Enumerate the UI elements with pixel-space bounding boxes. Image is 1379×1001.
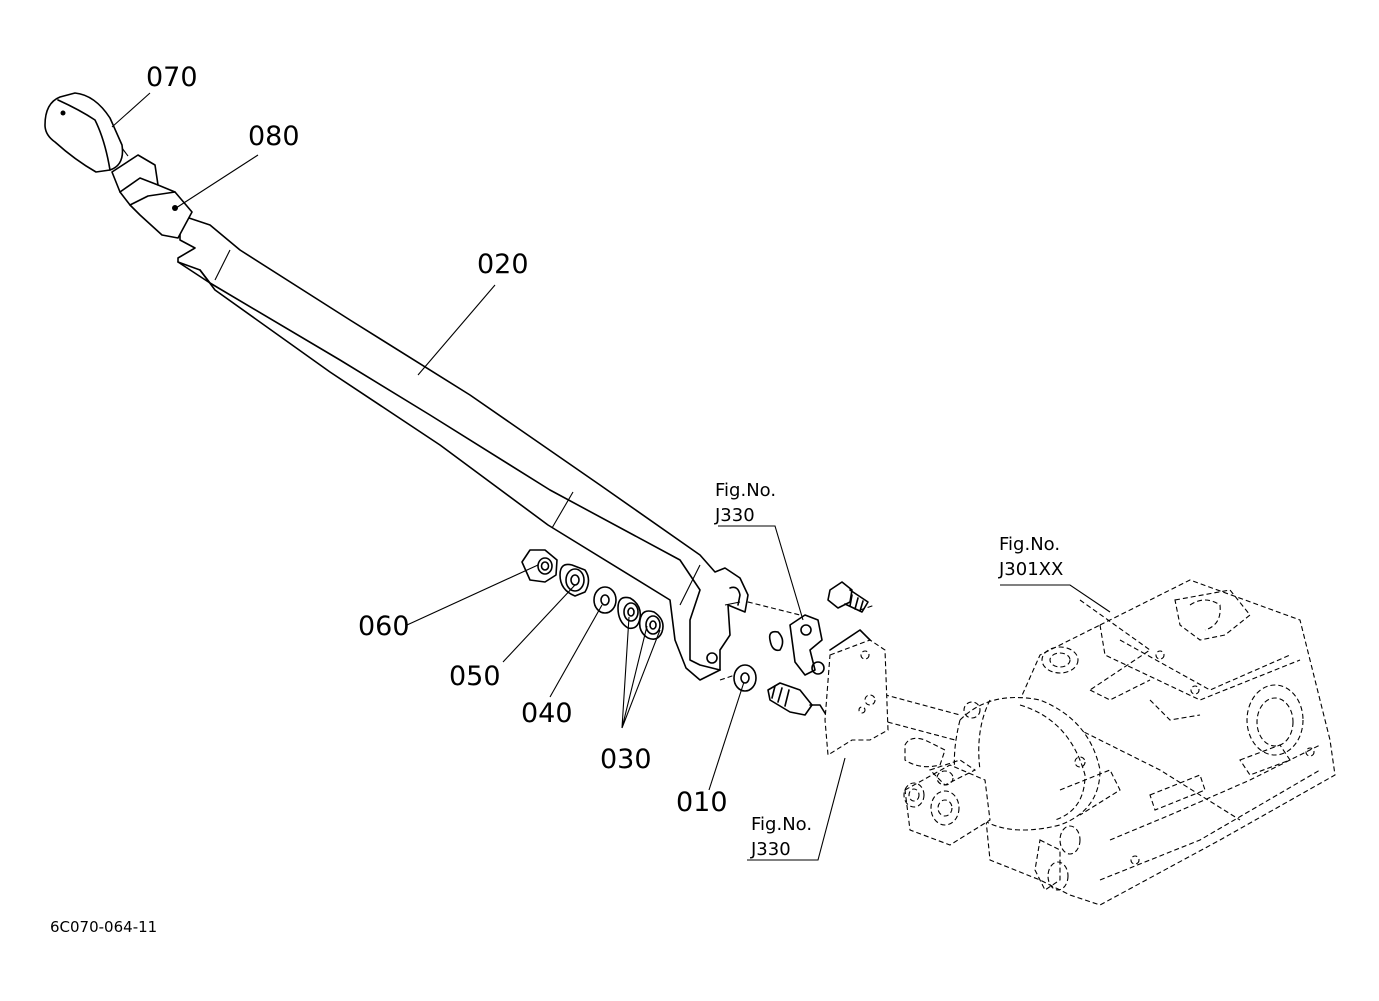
grip-sleeve-drawing bbox=[111, 154, 193, 239]
bushings-030-drawing bbox=[617, 596, 664, 640]
fig-ref-j330-bottom-line1: Fig.No. bbox=[751, 814, 812, 835]
part-label-040: 040 bbox=[521, 698, 573, 729]
part-label-070: 070 bbox=[146, 62, 198, 93]
fig-ref-j301xx-line1: Fig.No. bbox=[999, 534, 1060, 555]
fig-ref-j330-bottom-line2: J330 bbox=[750, 839, 791, 860]
collar-050-drawing bbox=[559, 563, 590, 597]
bracket-j330-drawing bbox=[767, 614, 829, 719]
fig-ref-j330-top-line1: Fig.No. bbox=[715, 480, 776, 501]
part-label-080: 080 bbox=[248, 121, 300, 152]
lever-drawing bbox=[177, 214, 749, 681]
part-label-010: 010 bbox=[676, 787, 728, 818]
diagram-code: 6C070-064-11 bbox=[50, 918, 157, 936]
nut-060-drawing bbox=[521, 549, 558, 583]
bolt-drawing bbox=[827, 581, 869, 613]
leader-lines bbox=[111, 92, 1111, 861]
part-label-030: 030 bbox=[600, 744, 652, 775]
washer-040-drawing bbox=[593, 586, 617, 614]
knob-drawing bbox=[44, 92, 129, 173]
part-label-020: 020 bbox=[477, 249, 529, 280]
fig-ref-j301xx-line2: J301XX bbox=[998, 559, 1063, 580]
part-label-060: 060 bbox=[358, 611, 410, 642]
washer-010-drawing bbox=[733, 664, 757, 692]
valve-body-drawing bbox=[903, 579, 1336, 906]
fig-ref-j330-top-line2: J330 bbox=[714, 505, 755, 526]
plate-j330-drawing bbox=[824, 629, 889, 756]
part-label-050: 050 bbox=[449, 661, 501, 692]
